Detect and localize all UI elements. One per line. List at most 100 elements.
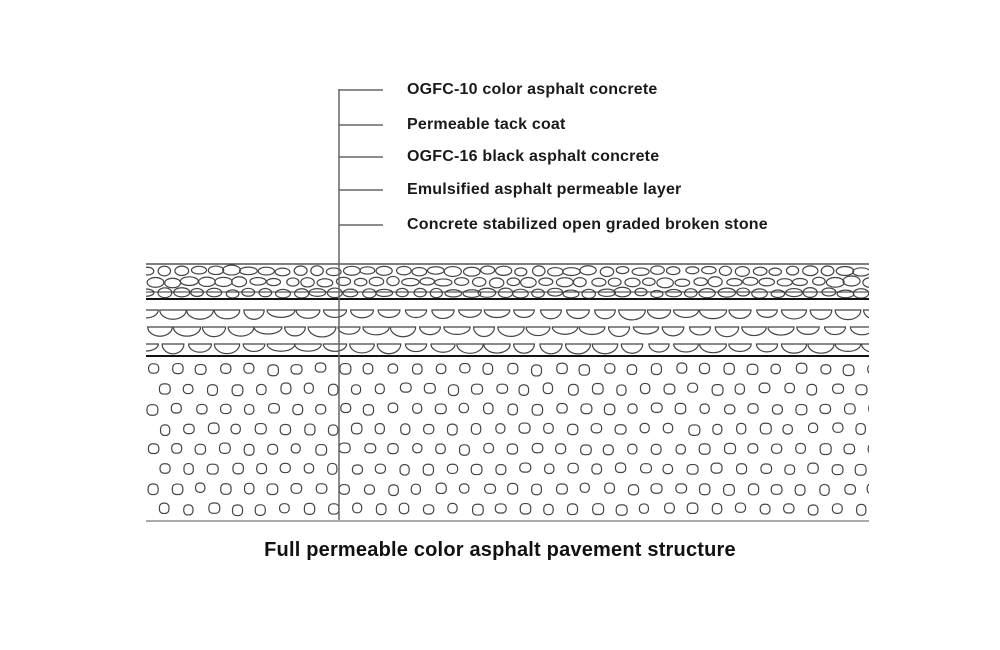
aggregate-stone: [294, 288, 310, 299]
aggregate-stone: [206, 463, 219, 475]
aggregate-stone: [862, 309, 869, 319]
aggregate-stone: [648, 343, 670, 353]
aggregate-stone: [316, 278, 334, 288]
aggregate-stone: [519, 502, 532, 515]
aggregate-stone: [566, 423, 579, 436]
aggregate-stone: [374, 383, 385, 395]
aggregate-stone: [751, 288, 768, 299]
aggregate-stone: [322, 343, 348, 352]
aggregate-stone: [279, 462, 291, 474]
aggregate-stone: [220, 483, 232, 495]
aggregate-stone: [458, 402, 470, 414]
aggregate-stone: [147, 363, 160, 374]
aggregate-stone: [462, 289, 482, 299]
aggregate-stone: [147, 483, 159, 496]
aggregate-stone: [566, 309, 590, 319]
aggregate-stone: [158, 383, 171, 395]
aggregate-stone: [578, 326, 606, 336]
aggregate-stone: [620, 343, 644, 354]
aggregate-stone: [506, 277, 521, 287]
aggregate-stone: [543, 422, 554, 434]
aggregate-stone: [555, 443, 567, 455]
aggregate-stone: [820, 364, 832, 375]
aggregate-stone: [423, 423, 435, 435]
aggregate-stone: [688, 424, 701, 437]
leader-lines: [338, 89, 383, 520]
aggregate-stone: [194, 363, 207, 375]
aggregate-stone: [422, 504, 435, 515]
aggregate-stone: [785, 265, 800, 276]
aggregate-stone: [315, 404, 327, 415]
aggregate-stone: [368, 276, 385, 287]
aggregate-stone: [238, 266, 258, 276]
aggregate-stone: [795, 403, 808, 416]
aggregate-stone: [404, 343, 428, 353]
aggregate-stone: [531, 483, 543, 496]
aggregate-stone: [444, 289, 463, 298]
aggregate-stone: [831, 464, 844, 476]
aggregate-stone: [242, 343, 266, 352]
aggregate-stone: [386, 275, 400, 287]
aggregate-stone: [470, 463, 483, 476]
aggregate-stone: [218, 442, 231, 455]
aggregate-stone: [412, 443, 423, 454]
aggregate-stone: [158, 502, 170, 515]
aggregate-stone: [698, 287, 716, 299]
aggregate-stone: [327, 462, 338, 475]
aggregate-stone: [267, 443, 279, 455]
aggregate-stone: [350, 422, 363, 435]
aggregate-stone: [520, 276, 537, 288]
aggregate-stone: [266, 277, 282, 287]
aggregate-stone: [290, 443, 301, 454]
aggregate-stone: [756, 309, 778, 318]
aggregate-stone: [339, 362, 352, 375]
aggregate-stone: [843, 403, 856, 415]
aggregate-stone: [303, 502, 316, 515]
aggregate-stone: [632, 326, 660, 335]
aggregate-stone: [426, 266, 445, 275]
aggregate-stone: [807, 504, 819, 516]
aggregate-stone: [770, 289, 786, 299]
aggregate-stone: [254, 422, 267, 435]
aggregate-stone: [854, 463, 867, 476]
aggregate-stone: [266, 309, 296, 318]
aggregate-stone: [161, 343, 185, 355]
aggregate-stone: [867, 364, 869, 374]
aggregate-stone: [507, 403, 519, 416]
aggregate-stone: [171, 443, 183, 454]
aggregate-stone: [783, 503, 795, 514]
aggregate-stone: [539, 343, 563, 355]
aggregate-stone: [146, 309, 159, 319]
aggregate-stone: [641, 277, 656, 287]
aggregate-stone: [747, 403, 759, 414]
aggregate-stone: [458, 483, 470, 494]
aggregate-stone: [710, 462, 723, 474]
aggregate-stone: [698, 309, 728, 320]
aggregate-stone: [784, 464, 796, 475]
aggregate-stone: [207, 422, 220, 435]
aggregate-stone: [734, 502, 747, 513]
aggregate-stone: [758, 277, 776, 287]
aggregate-stone: [435, 482, 447, 495]
aggregate-stone: [579, 482, 590, 493]
aggregate-stone: [399, 464, 410, 476]
aggregate-stone: [231, 384, 244, 397]
aggregate-stone: [531, 288, 545, 299]
aggregate-stone: [555, 483, 568, 495]
aggregate-stone: [615, 504, 628, 516]
aggregate-stone: [214, 276, 233, 288]
aggregate-stone: [661, 326, 685, 337]
aggregate-stone: [207, 265, 225, 276]
aggregate-stone: [350, 384, 362, 395]
aggregate-stone: [315, 483, 328, 494]
aggregate-stone: [752, 266, 768, 276]
aggregate-stone: [146, 404, 159, 416]
aggregate-stone: [395, 287, 409, 298]
label-broken-stone: Concrete stabilized open graded broken s…: [407, 216, 768, 233]
aggregate-stone: [342, 265, 361, 276]
aggregate-stone: [338, 442, 351, 454]
aggregate-stone: [639, 382, 651, 395]
aggregate-stone: [809, 309, 833, 320]
aggregate-stone: [525, 326, 551, 337]
aggregate-stone: [538, 277, 554, 287]
